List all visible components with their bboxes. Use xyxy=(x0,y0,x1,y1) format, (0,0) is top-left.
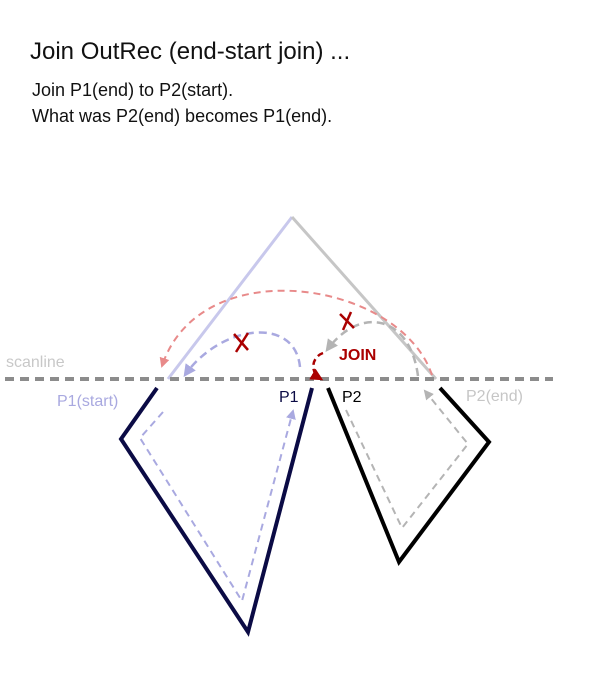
p1-old-link xyxy=(183,331,302,378)
scanline-label: scanline xyxy=(6,354,65,371)
description: Join P1(end) to P2(start). What was P2(e… xyxy=(32,77,332,129)
diagram-title: Join OutRec (end-start join) ... xyxy=(30,38,351,65)
old-link-arc xyxy=(159,289,433,376)
p1-outline xyxy=(118,386,314,637)
old-p1-edge xyxy=(166,216,294,380)
p1-label: P1 xyxy=(279,389,299,406)
p2-outline xyxy=(326,386,492,567)
p1-start-label: P1(start) xyxy=(57,393,118,410)
description-line-2: What was P2(end) becomes P1(end). xyxy=(32,106,333,126)
description-line-1: Join P1(end) to P2(start). xyxy=(32,80,234,100)
cross-mark-p2-link xyxy=(339,311,355,331)
p1-guide xyxy=(138,409,296,604)
join-label: JOIN xyxy=(339,347,376,364)
cross-mark-p1-link xyxy=(233,332,250,353)
p2-guide xyxy=(345,389,470,530)
p2-old-link xyxy=(325,321,420,377)
p2-end-label: P2(end) xyxy=(466,388,523,405)
join-arrow xyxy=(309,351,324,381)
p2-label: P2 xyxy=(342,389,362,406)
old-p2-edge xyxy=(290,216,438,380)
